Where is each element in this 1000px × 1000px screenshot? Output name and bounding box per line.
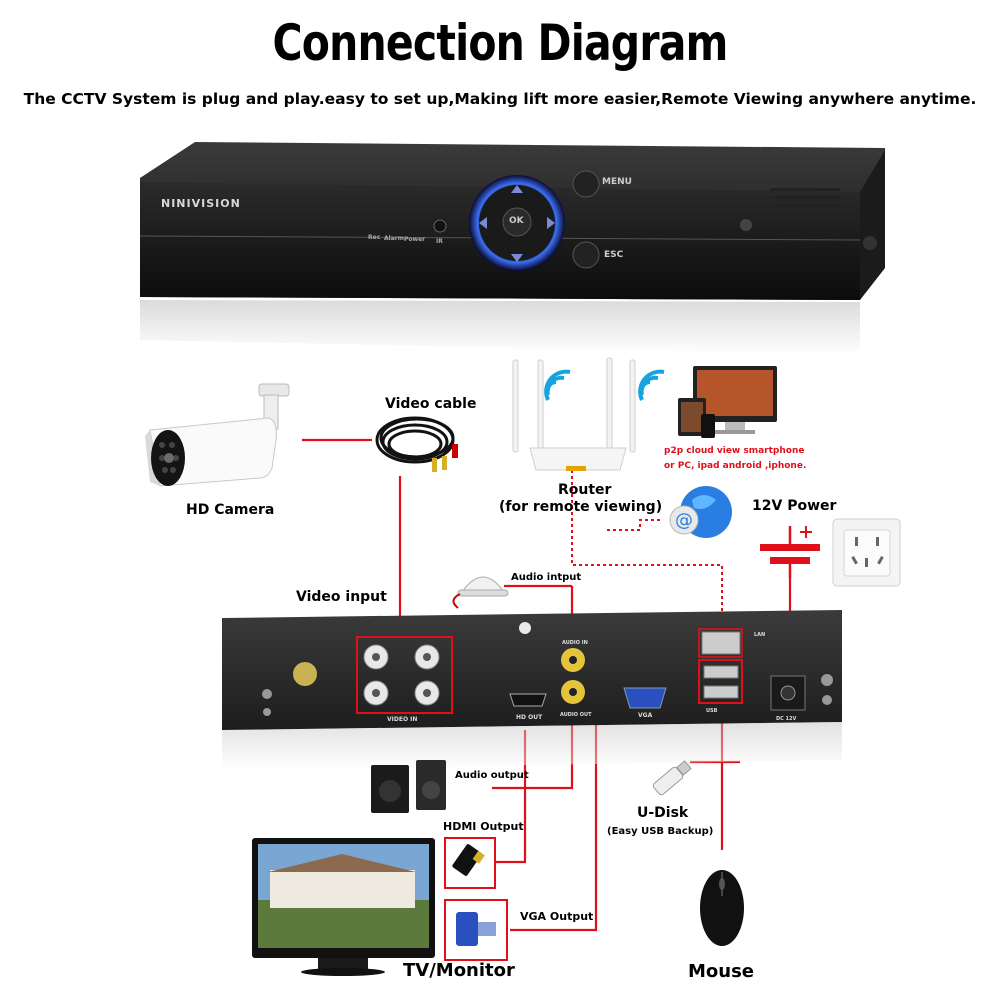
gnd-sticker-icon: [293, 662, 317, 686]
dvr-front-unit: [139, 142, 885, 355]
ir-sensor: [433, 219, 447, 233]
wifi-icon-2: [638, 369, 665, 401]
hdout-port-label: HD OUT: [516, 714, 543, 721]
usb-port-1: [703, 665, 739, 679]
led-alarm: Alarm: [384, 235, 404, 242]
wall-socket-icon: [832, 518, 901, 587]
usb-stick-icon: [652, 760, 692, 796]
hdmi-output-label: HDMI Output: [443, 820, 524, 833]
vga-port: [623, 687, 667, 709]
esc-label: ESC: [604, 250, 624, 260]
hd-camera-icon: [145, 383, 290, 487]
hdmi-cable-icon: [444, 837, 496, 889]
brand-logo: NINIVISION: [161, 197, 241, 210]
ok-label: OK: [509, 216, 524, 226]
udisk-label: U-Disk: [637, 805, 689, 821]
ir-label: IR: [436, 238, 443, 245]
video-input-label: Video input: [296, 589, 387, 605]
udisk-sublabel: (Easy USB Backup): [607, 826, 714, 837]
video-in-ports: [363, 644, 440, 706]
vga-cable-icon: [444, 899, 508, 961]
vga-output-label: VGA Output: [520, 910, 594, 923]
video-cable-icon: [375, 416, 458, 472]
p2p-label-line2: or PC, ipad android ,iphone.: [664, 461, 807, 471]
dc-port-label: DC 12V: [776, 716, 797, 722]
dvr-rear-panel: [222, 610, 842, 770]
audio-out-port-label: AUDIO OUT: [560, 712, 592, 718]
usb-port-2: [703, 685, 739, 699]
hd-camera-label: HD Camera: [186, 502, 275, 518]
diagram-title: Connection Diagram: [272, 14, 729, 72]
power-symbol-icon: [760, 526, 820, 578]
usb-port-label: USB: [706, 708, 718, 714]
right-arrow-icon: [547, 217, 555, 229]
menu-button: [572, 170, 600, 198]
video-cable-label: Video cable: [385, 396, 477, 412]
audio-intput-label: Audio intput: [511, 572, 582, 583]
vga-port-label: VGA: [638, 712, 653, 719]
tv-monitor-label: TV/Monitor: [403, 960, 515, 981]
lan-port-label: LAN: [754, 632, 766, 638]
diagram-subtitle: The CCTV System is plug and play.easy to…: [23, 90, 977, 108]
svg-text:@: @: [675, 510, 693, 531]
router-label: Router: [558, 482, 612, 498]
led-power: Power: [404, 236, 426, 243]
network-wire: [571, 470, 723, 640]
router-icon: [512, 357, 636, 471]
router-sublabel: (for remote viewing): [499, 499, 663, 515]
down-arrow-icon: [511, 254, 523, 262]
video-in-port-label: VIDEO IN: [387, 716, 418, 723]
video-in-highlight: [356, 636, 453, 714]
tv-monitor-icon: [252, 838, 435, 976]
microphone-icon: [452, 576, 509, 609]
remote-devices-icon: [678, 366, 777, 438]
wifi-icon: [544, 369, 571, 401]
hdmi-port: [509, 693, 547, 707]
lan-port: [701, 631, 741, 655]
speakers-icon: [371, 760, 446, 813]
audio-output-label: Audio output: [455, 770, 529, 781]
left-arrow-icon: [479, 217, 487, 229]
led-rec: Rec: [368, 234, 381, 241]
audio-in-port-label: AUDIO IN: [562, 640, 588, 646]
esc-button: [572, 241, 600, 269]
menu-label: MENU: [602, 177, 632, 187]
p2p-label-line1: p2p cloud view smartphone: [664, 446, 805, 456]
ok-button: [502, 207, 532, 237]
mouse-icon: [700, 870, 744, 946]
power-label: 12V Power: [752, 498, 837, 514]
internet-globe-icon: @: [669, 486, 732, 538]
mouse-label: Mouse: [688, 961, 755, 982]
up-arrow-icon: [511, 185, 523, 193]
